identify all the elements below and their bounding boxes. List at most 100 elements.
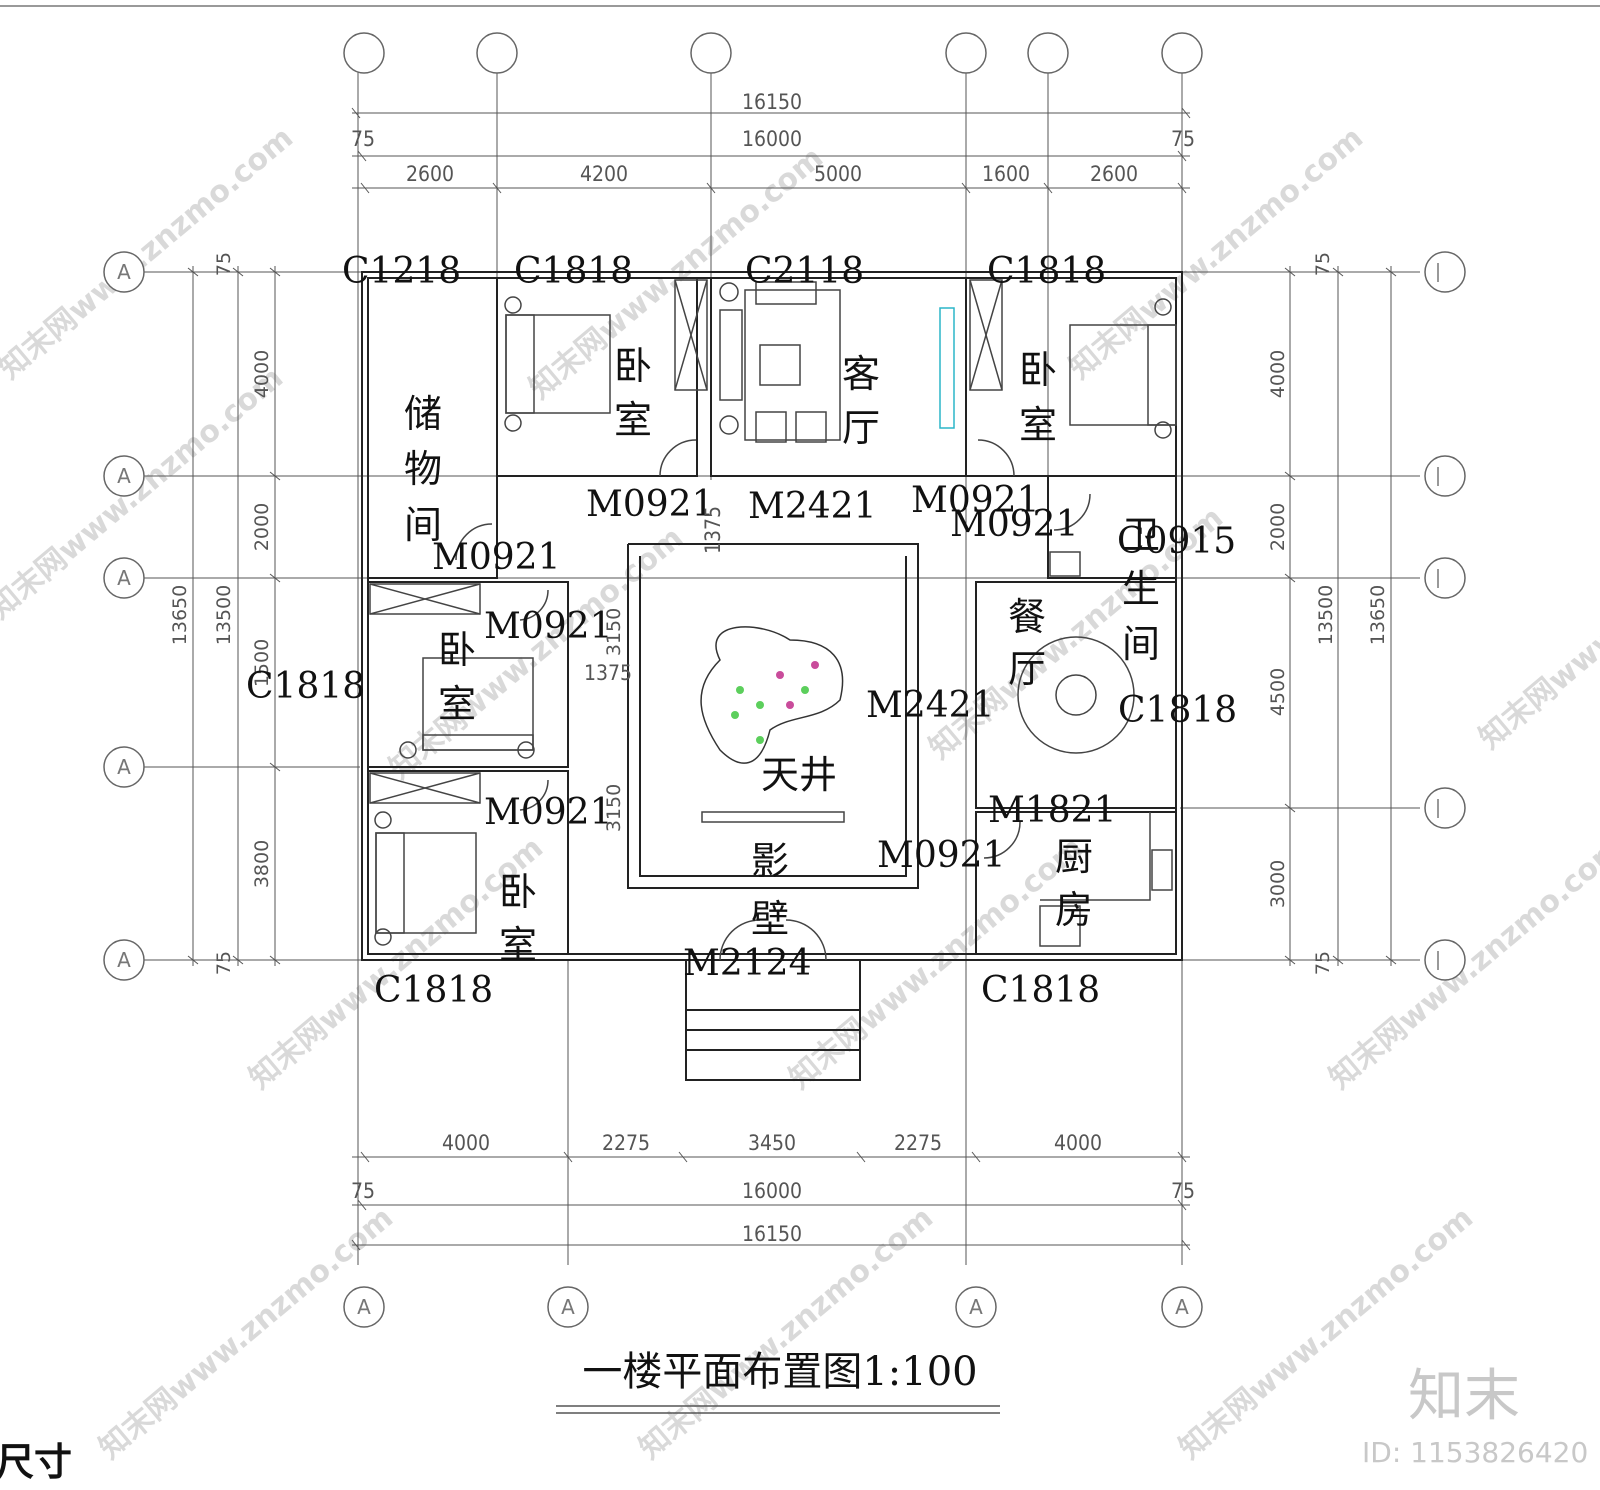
room-storage-char: 物 bbox=[404, 447, 442, 491]
window-label: C1818 bbox=[514, 251, 633, 292]
door-swing-icon bbox=[519, 779, 549, 811]
dim-right-segment: 4000 bbox=[1267, 350, 1289, 398]
room-kitchen-char: 厨 bbox=[1055, 835, 1093, 879]
walls bbox=[361, 271, 1183, 1081]
dim-courtyard-bottom2: 3150 bbox=[603, 784, 625, 832]
wardrobe-icon bbox=[674, 279, 708, 391]
wardrobe-icon bbox=[369, 583, 481, 615]
right-dimension-text: 75 4000 2000 4500 3000 75 13500 13650 bbox=[1267, 252, 1389, 975]
door-swings bbox=[455, 439, 1091, 961]
room-bedroom1-char: 室 bbox=[614, 398, 652, 442]
door-swing-icon bbox=[977, 439, 1015, 477]
dim-left-segment: 4000 bbox=[251, 350, 273, 398]
top-dimension-text: 16150 16000 75 75 2600 4200 5000 1600 26… bbox=[351, 90, 1195, 186]
dim-left-segment: 1500 bbox=[251, 639, 273, 687]
room-bedroom1-char: 卧 bbox=[614, 344, 652, 388]
door-swing-icon bbox=[719, 919, 761, 961]
courtyard-dimensions: 1375 1375 3150 3150 bbox=[584, 506, 725, 832]
pond-icon bbox=[700, 626, 844, 764]
door-label: M2421 bbox=[866, 685, 994, 726]
axis-label: A bbox=[1175, 1295, 1189, 1319]
axis-bubbles bbox=[103, 32, 1466, 1328]
window-label: C1818 bbox=[981, 970, 1100, 1011]
axis-label: A bbox=[117, 566, 131, 590]
window-label: C1818 bbox=[374, 970, 493, 1011]
watermark-text: 知末网www.znzmo.com bbox=[0, 360, 290, 626]
stove-icon bbox=[1151, 849, 1173, 891]
dim-bottom-segment: 4000 bbox=[442, 1131, 490, 1155]
right-dimension-lines bbox=[1284, 266, 1397, 966]
wardrobe-icon bbox=[369, 772, 481, 804]
door-label: M0921 bbox=[911, 480, 1039, 521]
watermark-id: ID: 1153826420 bbox=[1362, 1436, 1588, 1469]
dim-right-segment: 75 bbox=[1312, 252, 1334, 276]
dim-bottom-segment: 3450 bbox=[748, 1131, 796, 1155]
dim-bottom-total-outer: 16150 bbox=[742, 1222, 802, 1246]
left-dimension-lines bbox=[187, 266, 281, 966]
axis-label: A bbox=[117, 260, 131, 284]
sink-icon bbox=[1039, 905, 1081, 947]
door-swing-icon bbox=[519, 589, 549, 621]
coffee-table-icon bbox=[759, 344, 801, 386]
room-names: 储 物 间 卧 室 客 厅 卧 室 卧 室 卧 室 天井 影 壁 卫 生 间 餐… bbox=[404, 344, 1160, 967]
window-label: C1818 bbox=[246, 666, 365, 707]
dim-right-total: 13650 bbox=[1367, 585, 1389, 645]
room-dining-char: 餐 bbox=[1008, 595, 1046, 639]
room-courtyard: 天井 bbox=[761, 753, 837, 797]
axis-label: A bbox=[969, 1295, 983, 1319]
watermark-text: 知末网www.znzmo.com bbox=[0, 120, 300, 386]
dim-courtyard-top: 1375 bbox=[701, 506, 725, 554]
dim-top-segment: 4200 bbox=[580, 162, 628, 186]
dim-courtyard-top2: 3150 bbox=[603, 608, 625, 656]
door-label: M1821 bbox=[988, 790, 1116, 831]
room-screen-wall-char: 影 bbox=[751, 839, 789, 883]
sofa-set-icon bbox=[744, 289, 841, 441]
axis-label: A bbox=[117, 948, 131, 972]
room-kitchen-char: 房 bbox=[1055, 888, 1093, 932]
top-dimension-lines bbox=[351, 107, 1191, 194]
basin-icon bbox=[1049, 551, 1081, 577]
opening-labels: C1218 C1818 C2118 C1818 C1818 C1818 C181… bbox=[246, 251, 1237, 1011]
door-swing-icon bbox=[785, 919, 827, 961]
courtyard-plants bbox=[731, 661, 819, 744]
room-bedroom3-char: 卧 bbox=[438, 628, 476, 672]
axis-label: A bbox=[117, 464, 131, 488]
tv-cabinet-icon bbox=[939, 307, 955, 429]
bottom-dimension-lines bbox=[351, 1151, 1191, 1251]
dim-bottom-edge-left: 75 bbox=[351, 1179, 375, 1203]
wardrobe-icon bbox=[969, 279, 1003, 391]
furniture bbox=[369, 279, 1177, 947]
dim-right-segment: 4500 bbox=[1267, 668, 1289, 716]
door-swing-icon bbox=[983, 821, 1021, 859]
room-bathroom-char: 生 bbox=[1122, 567, 1160, 611]
room-storage-char: 间 bbox=[404, 503, 442, 547]
door-label: M0921 bbox=[432, 537, 560, 578]
window-label: C1818 bbox=[987, 251, 1106, 292]
dim-top-total-inner: 16000 bbox=[742, 127, 802, 151]
axis-labels: A A A A A A A A A bbox=[117, 260, 1189, 1319]
room-bedroom4-char: 卧 bbox=[499, 870, 537, 914]
room-dining-char: 厅 bbox=[1008, 647, 1046, 691]
left-dimension-text: 75 4000 2000 1500 3800 75 13650 13500 bbox=[169, 252, 273, 975]
room-bedroom3-char: 室 bbox=[438, 682, 476, 726]
dim-right-segment: 75 bbox=[1312, 951, 1334, 975]
dim-top-edge-left: 75 bbox=[351, 127, 375, 151]
dim-left-segment: 75 bbox=[213, 252, 235, 276]
room-storage-char: 储 bbox=[404, 392, 442, 436]
drawing-title: 一楼平面布置图1:100 bbox=[582, 1349, 977, 1395]
dim-top-total-outer: 16150 bbox=[742, 90, 802, 114]
dim-left-total: 13500 bbox=[213, 585, 235, 645]
corner-text: 尺寸 bbox=[0, 1440, 72, 1484]
dim-left-segment: 3800 bbox=[251, 840, 273, 888]
door-label: M0921 bbox=[484, 606, 612, 647]
dim-bottom-total-inner: 16000 bbox=[742, 1179, 802, 1203]
room-bathroom-char: 卫 bbox=[1122, 513, 1160, 557]
dim-right-segment: 3000 bbox=[1267, 860, 1289, 908]
dim-bottom-edge-right: 75 bbox=[1171, 1179, 1195, 1203]
dim-top-segment: 1600 bbox=[982, 162, 1030, 186]
window-label: C1218 bbox=[342, 251, 461, 292]
dim-top-segment: 2600 bbox=[406, 162, 454, 186]
door-label: M0921 bbox=[484, 792, 612, 833]
window-label: C0915 bbox=[1117, 521, 1236, 562]
